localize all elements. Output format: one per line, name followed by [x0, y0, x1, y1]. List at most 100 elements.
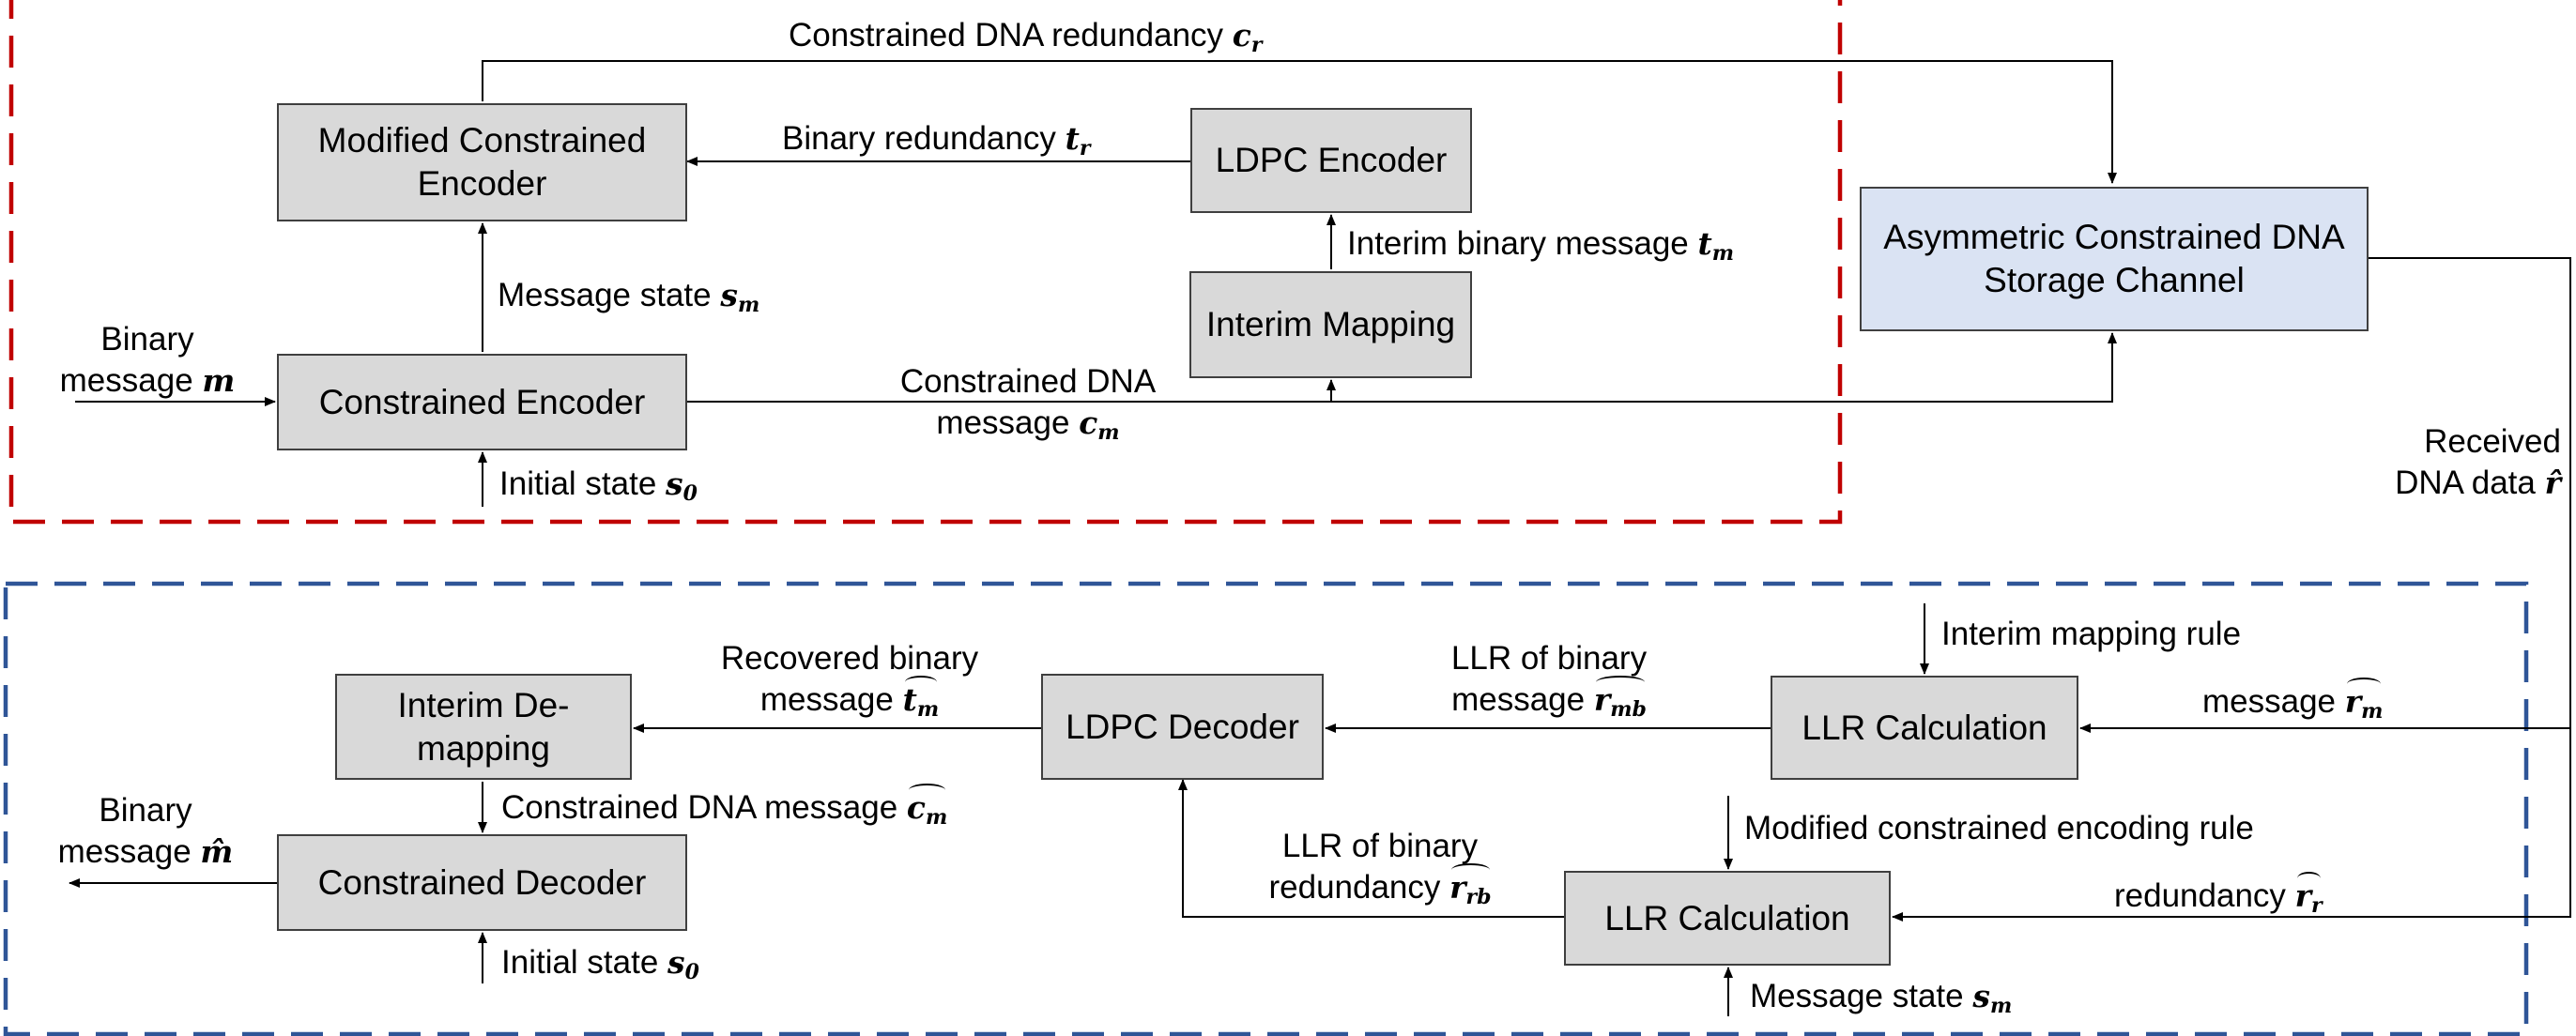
t-m-hat-sub: m [916, 697, 940, 722]
llr-binary-message-word: message [1451, 681, 1586, 718]
llr-binary-redundancy-word: redundancy [1268, 869, 1441, 906]
llr-binary-message-label: LLR of binary message rmb [1408, 638, 1690, 730]
t-m-base: t [1697, 225, 1712, 262]
llr-binary-message-line2: message rmb [1408, 676, 1690, 730]
c-m-hat-sub: m [925, 805, 948, 830]
c-r-base: c [1232, 17, 1251, 53]
binary-redundancy-text: Binary redundancy [782, 120, 1056, 157]
received-message-label: message rm [2202, 678, 2383, 732]
modified-rule-label: Modified constrained encoding rule [1744, 808, 2254, 849]
constrained-dna-message-label: Constrained DNA message cm [826, 361, 1230, 453]
llr-redundancy-path [1178, 779, 1564, 918]
recovered-line2: message tm [699, 676, 1000, 730]
r-m-hat-symbol: rm [2344, 678, 2383, 732]
s-m-base: s [720, 277, 738, 313]
encoder-frame [8, 0, 1843, 525]
decoder-initial-state-text: Initial state [501, 944, 659, 981]
constrained-dna-message-decoded-label: Constrained DNA message cm [501, 784, 948, 838]
initial-state-text: Initial state [499, 465, 657, 502]
constrained-encoder-block: Constrained Encoder [277, 354, 687, 450]
received-line1: Received [2424, 423, 2561, 460]
received-word: DNA data [2395, 465, 2536, 501]
r-mb-base: r [1593, 681, 1611, 718]
s-0-sub: 0 [682, 481, 698, 506]
constrained-redundancy-text: Constrained DNA redundancy [789, 17, 1224, 53]
s-0-base: s [666, 465, 683, 502]
interim-mapping-label: Interim Mapping [1205, 305, 1456, 343]
s-m-sub: m [737, 293, 760, 317]
decoder-message-state-text: Message state [1750, 978, 1964, 1014]
modified-rule-text: Modified constrained encoding rule [1744, 810, 2254, 846]
llr-calculation-bottom-block: LLR Calculation [1564, 871, 1891, 966]
r-rb-base: r [1449, 869, 1466, 906]
received-message-text: message [2202, 683, 2337, 720]
constrained-dna-message-word: message [936, 404, 1070, 441]
recovered-word: message [759, 681, 894, 718]
llr-calculation-bottom-label: LLR Calculation [1604, 898, 1850, 937]
recovered-binary-message-label: Recovered binary message tm [699, 638, 1000, 730]
t-r-sub: r [1079, 136, 1091, 160]
m-hat-symbol: m̂ [200, 833, 234, 870]
t-m-sub: m [1711, 241, 1735, 266]
received-data-path [1892, 257, 2571, 922]
r-r-base: r [2294, 877, 2312, 914]
s-0-symbol: s0 [666, 465, 698, 506]
c-m-sub: m [1097, 420, 1120, 445]
t-r-base: t [1065, 120, 1080, 157]
r-rb-sub: rb [1465, 885, 1492, 909]
decoder-s-0-sub: 0 [684, 960, 699, 984]
r-mb-sub: mb [1610, 697, 1647, 722]
constrained-dna-message-decoded-text: Constrained DNA message [501, 789, 898, 826]
decoder-s-m-sub: m [1989, 994, 2013, 1018]
ldpc-decoder-block: LDPC Decoder [1041, 674, 1324, 780]
constrained-decoder-label: Constrained Decoder [317, 862, 647, 902]
decoder-s-0-symbol: s0 [667, 944, 699, 984]
interim-demapping-label: Interim De-mapping [397, 685, 570, 768]
interim-binary-message-text: Interim binary message [1347, 225, 1689, 262]
ldpc-encoder-block: LDPC Encoder [1190, 108, 1472, 213]
llr-calculation-top-label: LLR Calculation [1802, 708, 2047, 747]
r-m-base: r [2344, 683, 2362, 720]
s-m-symbol: sm [720, 277, 759, 317]
binary-message-line1: Binary [100, 321, 194, 358]
r-r-hat-symbol: rr [2294, 872, 2323, 926]
llr-binary-redundancy-line2: redundancy rrb [1239, 863, 1521, 918]
initial-state-label: Initial state s0 [499, 464, 698, 514]
received-redundancy-label: redundancy rr [2114, 872, 2323, 926]
r-rb-hat-symbol: rrb [1449, 863, 1492, 918]
llr-binary-message-line1: LLR of binary [1450, 640, 1648, 677]
binary-message-input-label: Binary message m [49, 319, 246, 402]
message-state-text: Message state [498, 277, 712, 313]
m-symbol: m [202, 362, 236, 399]
constrained-decoder-block: Constrained Decoder [277, 834, 687, 931]
binary-message-word: message [59, 362, 193, 399]
r-mb-hat-symbol: rmb [1593, 676, 1647, 730]
interim-mapping-rule-text: Interim mapping rule [1941, 616, 2242, 652]
c-m-hat-base: c [906, 789, 926, 826]
t-m-hat-base: t [902, 681, 917, 718]
binary-message-line2: message m [49, 360, 246, 402]
llr-binary-redundancy-line1: LLR of binary [1281, 828, 1479, 864]
interim-demapping-block: Interim De-mapping [335, 674, 632, 780]
interim-mapping-block: Interim Mapping [1189, 271, 1472, 378]
constrained-encoder-label: Constrained Encoder [318, 382, 646, 421]
modified-constrained-encoder-block: Modified Constrained Encoder [277, 103, 687, 221]
modified-constrained-encoder-label: Modified Constrained Encoder [317, 121, 647, 203]
r-r-sub: r [2311, 893, 2323, 918]
channel-label: Asymmetric Constrained DNA Storage Chann… [1883, 218, 2345, 299]
decoder-s-m-symbol: sm [1972, 978, 2012, 1018]
received-redundancy-text: redundancy [2114, 877, 2286, 914]
r-hat-symbol: r̂ [2544, 465, 2561, 501]
redundancy-path [482, 60, 2117, 184]
constrained-redundancy-label: Constrained DNA redundancy cr [789, 15, 1262, 66]
decoder-frame [3, 581, 2529, 1036]
decoder-s-m-base: s [1972, 978, 1990, 1014]
constrained-dna-message-line2: message cm [826, 403, 1230, 453]
c-m-base: c [1079, 404, 1098, 441]
t-r-symbol: tr [1065, 120, 1091, 160]
interim-mapping-rule-label: Interim mapping rule [1941, 614, 2241, 655]
received-dna-data-label: Received DNA data r̂ [2291, 421, 2561, 504]
decoder-s-0-base: s [667, 944, 685, 981]
